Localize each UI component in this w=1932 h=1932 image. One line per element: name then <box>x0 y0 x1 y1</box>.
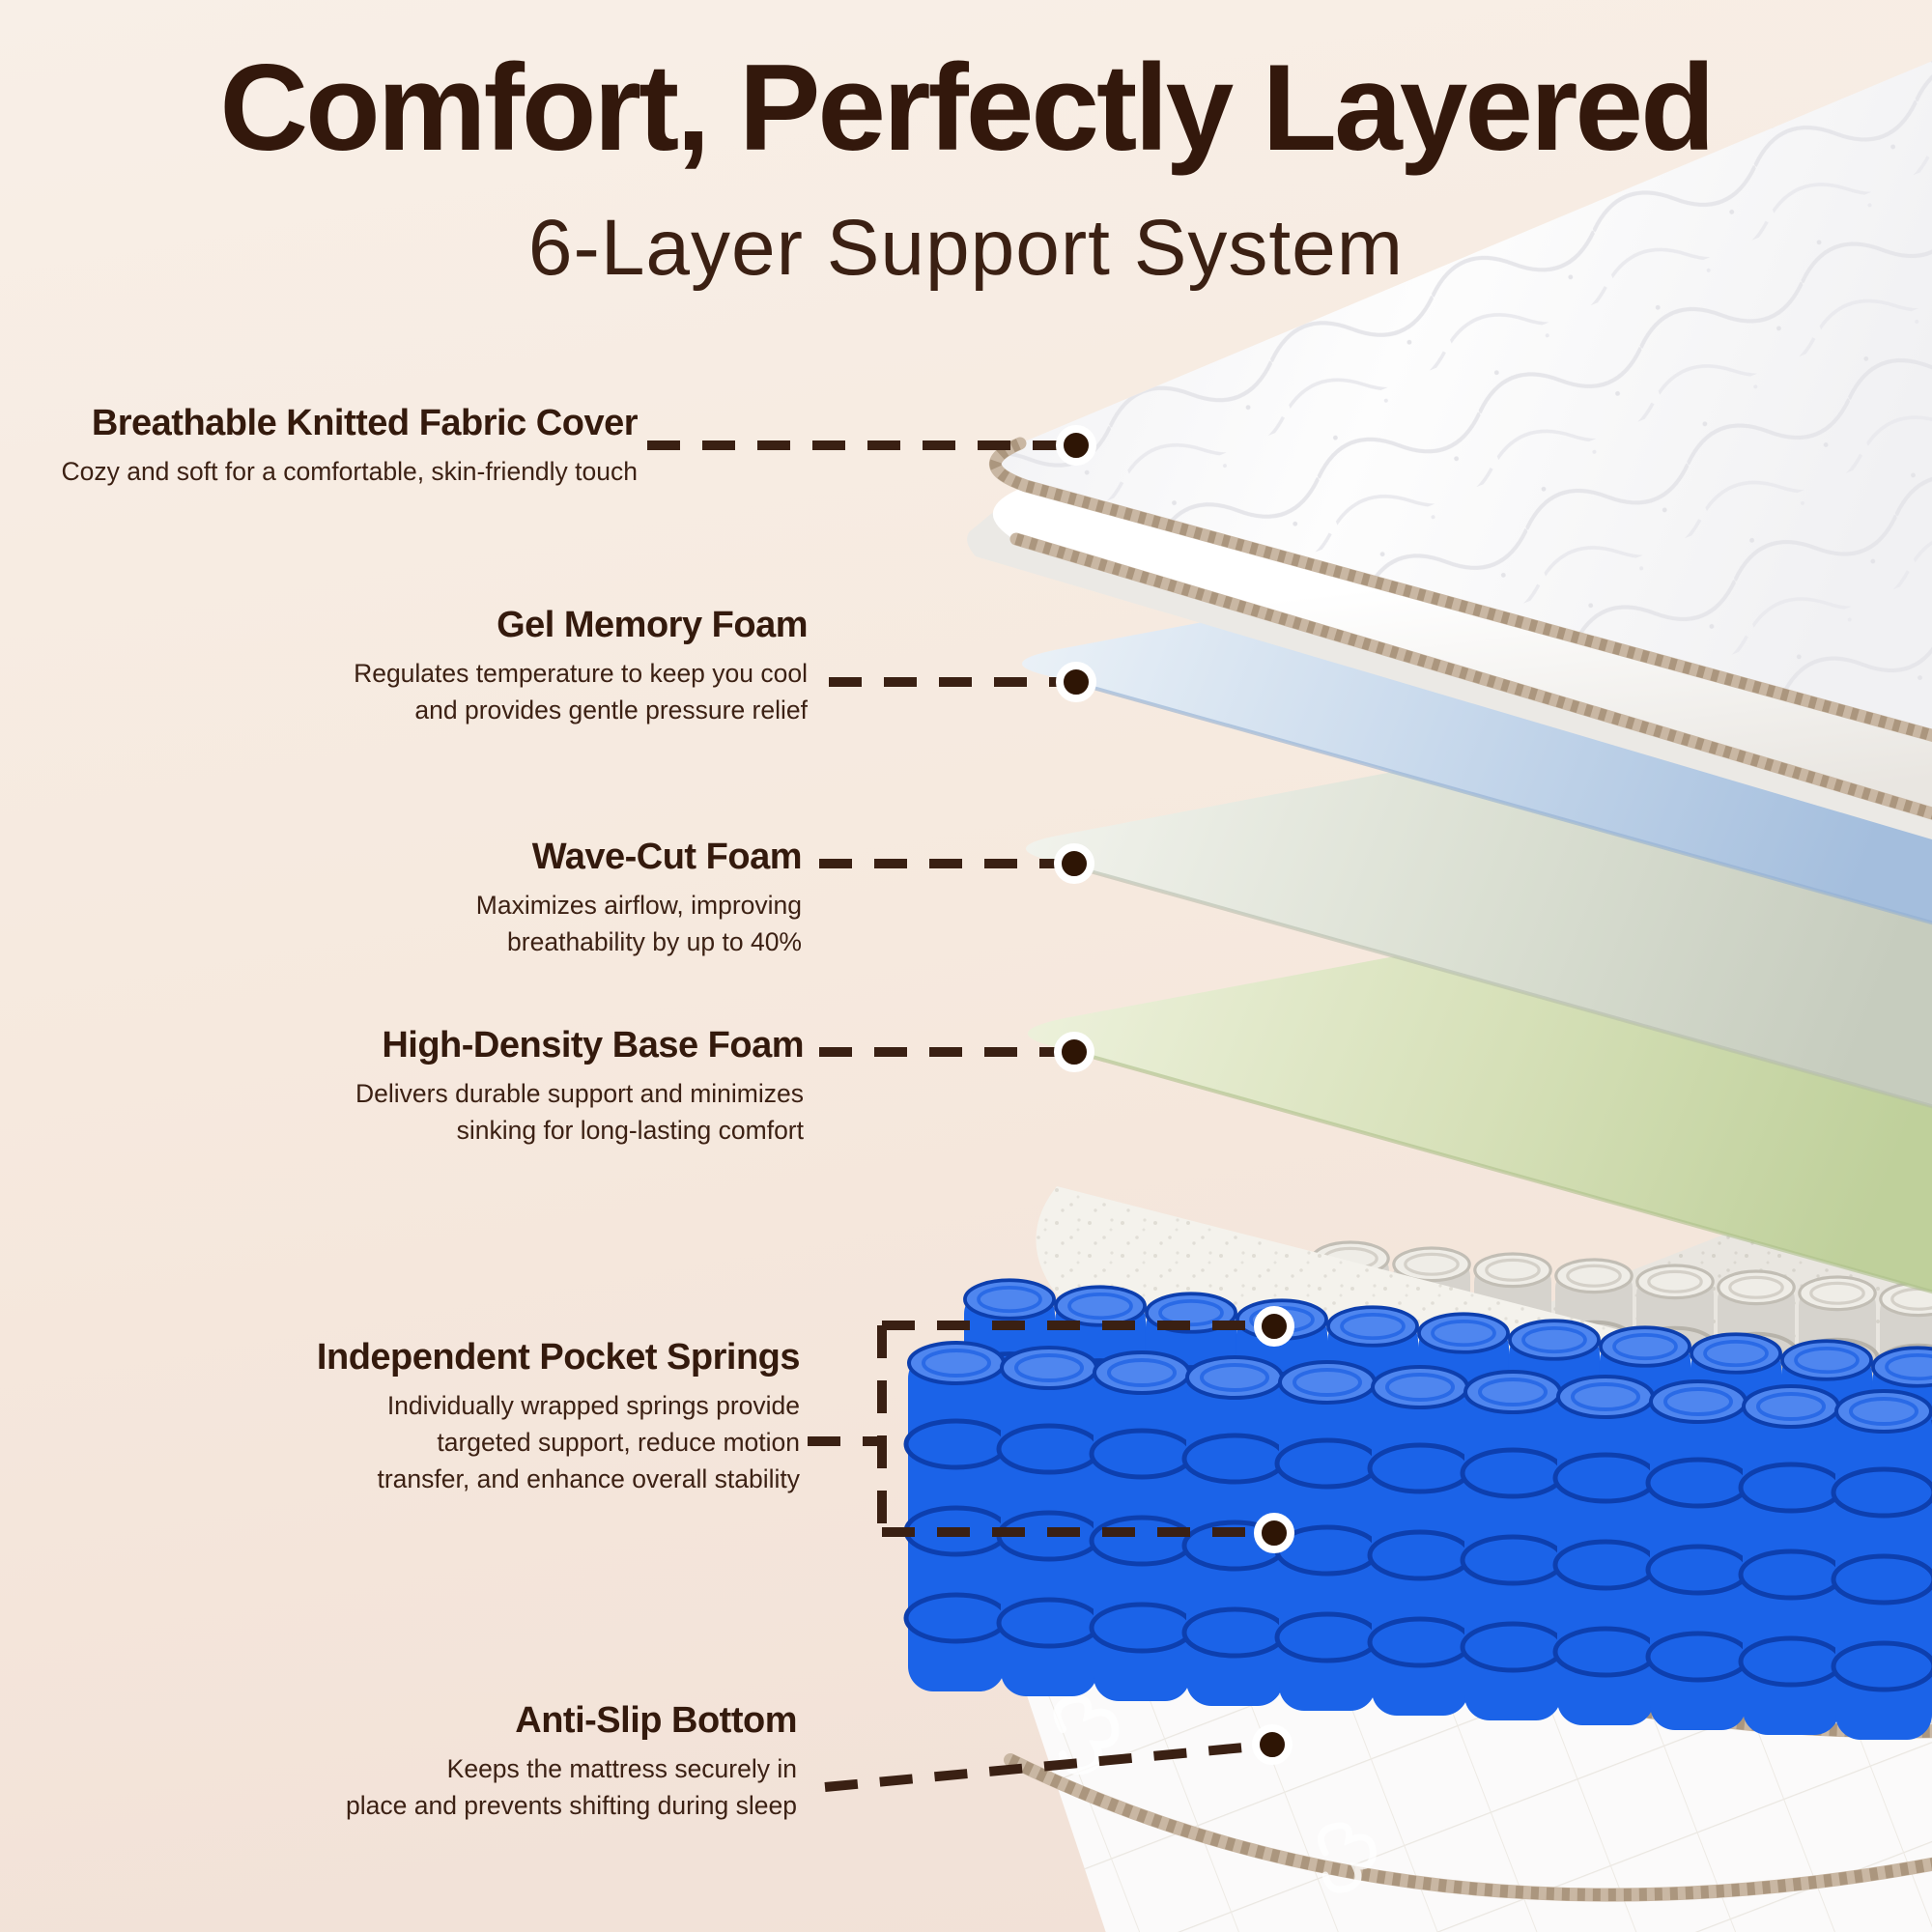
layer-label-independent-pocket-springs: Independent Pocket Springs Individually … <box>316 1337 801 1498</box>
leader-dot-springs-bottom <box>1254 1513 1294 1553</box>
layer-label-anti-slip-bottom: Anti-Slip Bottom Keeps the mattress secu… <box>346 1700 798 1824</box>
leader-bracket-pocket-springs <box>877 1321 1254 1537</box>
layer-description-line: Cozy and soft for a comfortable, skin-fr… <box>61 456 638 486</box>
layer-title: Gel Memory Foam <box>497 605 808 645</box>
layer-description-line: and provides gentle pressure relief <box>414 695 808 724</box>
layer-description-line: Keeps the mattress securely in <box>446 1753 797 1783</box>
leader-dot-anti-slip <box>1252 1724 1293 1765</box>
layer-title: Breathable Knitted Fabric Cover <box>91 403 639 443</box>
layer-description-line: Regulates temperature to keep you cool <box>354 658 808 688</box>
leader-dot-wave-cut-foam <box>1054 843 1094 884</box>
layer-description-line: sinking for long-lasting comfort <box>456 1115 804 1145</box>
leader-line-anti-slip <box>824 1742 1255 1792</box>
fabric-cover-illustration <box>967 61 1932 840</box>
layer-description-line: breathability by up to 40% <box>507 926 802 956</box>
leader-dot-base-foam <box>1054 1032 1094 1072</box>
leader-dot-fabric-cover <box>1056 425 1096 466</box>
layer-description-line: targeted support, reduce motion <box>437 1427 800 1457</box>
layer-label-fabric-cover: Breathable Knitted Fabric Cover Cozy and… <box>61 403 638 490</box>
leader-dot-gel-foam <box>1056 662 1096 702</box>
layer-description-line: Individually wrapped springs provide <box>386 1390 800 1420</box>
pocket-springs-blue <box>906 1280 1932 1740</box>
layer-description-line: Delivers durable support and minimizes <box>355 1078 804 1108</box>
layer-title: Independent Pocket Springs <box>316 1337 801 1378</box>
quilt-motif <box>1053 1694 1120 1776</box>
layer-description-line: transfer, and enhance overall stability <box>377 1464 800 1494</box>
layer-title: Anti-Slip Bottom <box>515 1700 797 1741</box>
layer-label-wave-cut-foam: Wave-Cut Foam Maximizes airflow, improvi… <box>475 837 803 960</box>
page-subtitle: 6-Layer Support System <box>527 203 1405 292</box>
quilt-motif <box>1318 1822 1377 1893</box>
header: Comfort, Perfectly Layered 6-Layer Suppo… <box>0 39 1932 294</box>
layer-label-gel-memory-foam: Gel Memory Foam Regulates temperature to… <box>354 605 808 728</box>
layer-label-high-density-base-foam: High-Density Base Foam Delivers durable … <box>355 1025 804 1149</box>
layer-title: High-Density Base Foam <box>382 1025 804 1065</box>
page-title: Comfort, Perfectly Layered <box>219 39 1715 176</box>
layer-title: Wave-Cut Foam <box>531 837 803 877</box>
layer-description-line: place and prevents shifting during sleep <box>346 1790 797 1820</box>
leader-dot-springs-top <box>1254 1306 1294 1347</box>
layer-description-line: Maximizes airflow, improving <box>475 890 802 920</box>
